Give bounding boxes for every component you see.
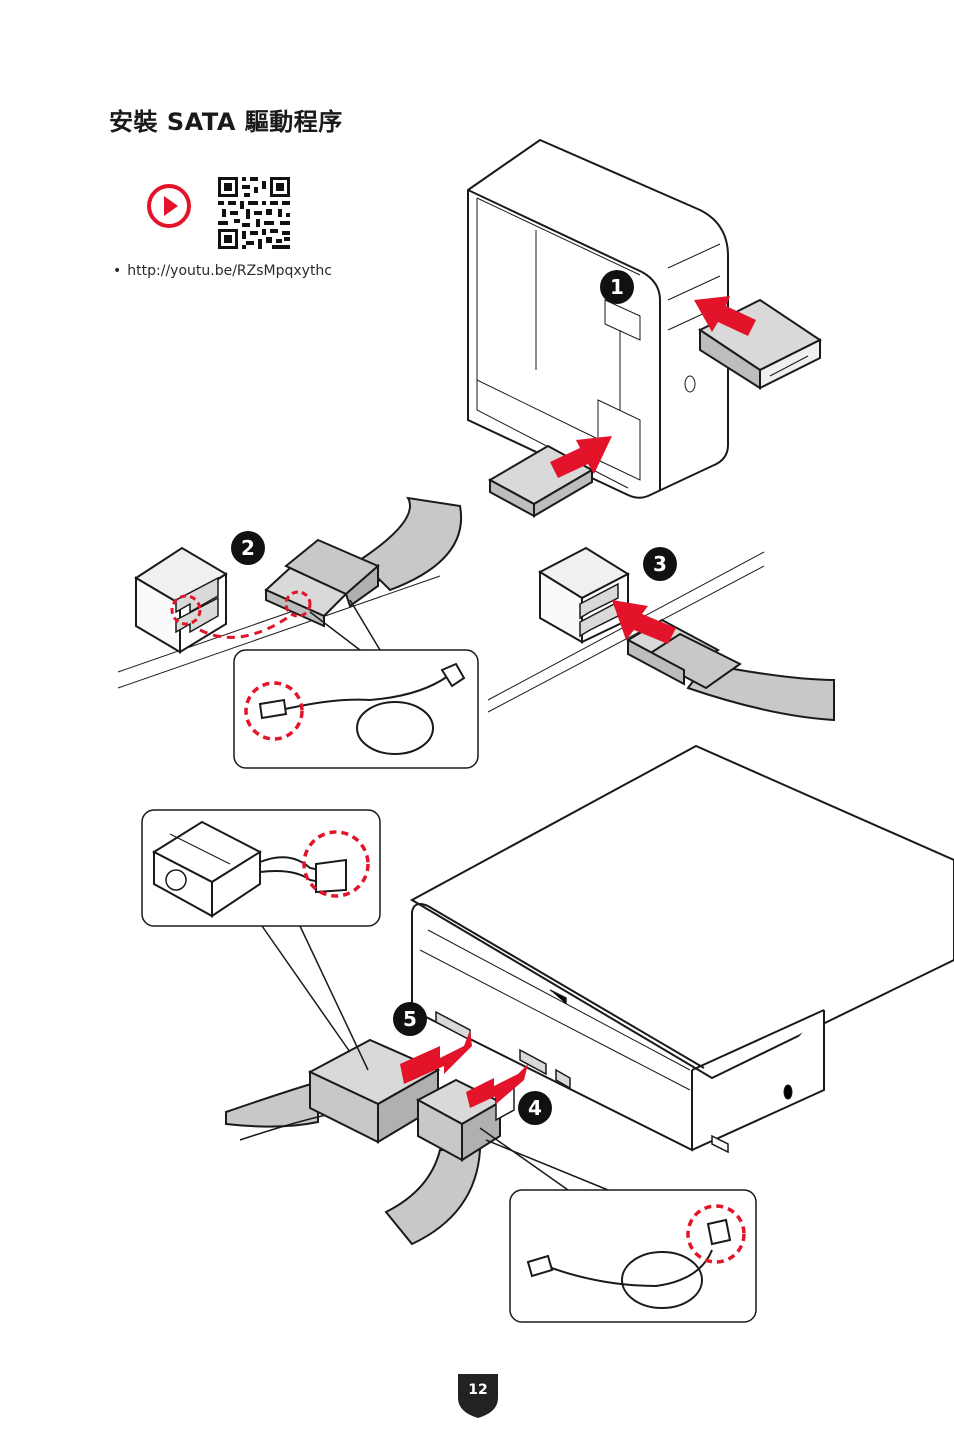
step-4-badge: 4 <box>517 1090 553 1126</box>
callout-psu <box>142 810 380 1070</box>
step-3-badge: 3 <box>642 546 678 582</box>
step-1-number: 1 <box>610 275 624 299</box>
step-2-number: 2 <box>241 536 255 560</box>
power-cable-step5 <box>226 1040 438 1142</box>
page-number: 12 <box>456 1382 500 1398</box>
step-2-badge: 2 <box>230 530 266 566</box>
step-3-number: 3 <box>653 552 667 576</box>
step-4-number: 4 <box>528 1096 542 1120</box>
step-1-badge: 1 <box>599 269 635 305</box>
step-5-badge: 5 <box>392 1001 428 1037</box>
step-5-number: 5 <box>403 1007 417 1031</box>
sata-cable-step2 <box>200 498 461 637</box>
callout-step4 <box>480 1128 756 1322</box>
callout-step2 <box>234 600 478 768</box>
